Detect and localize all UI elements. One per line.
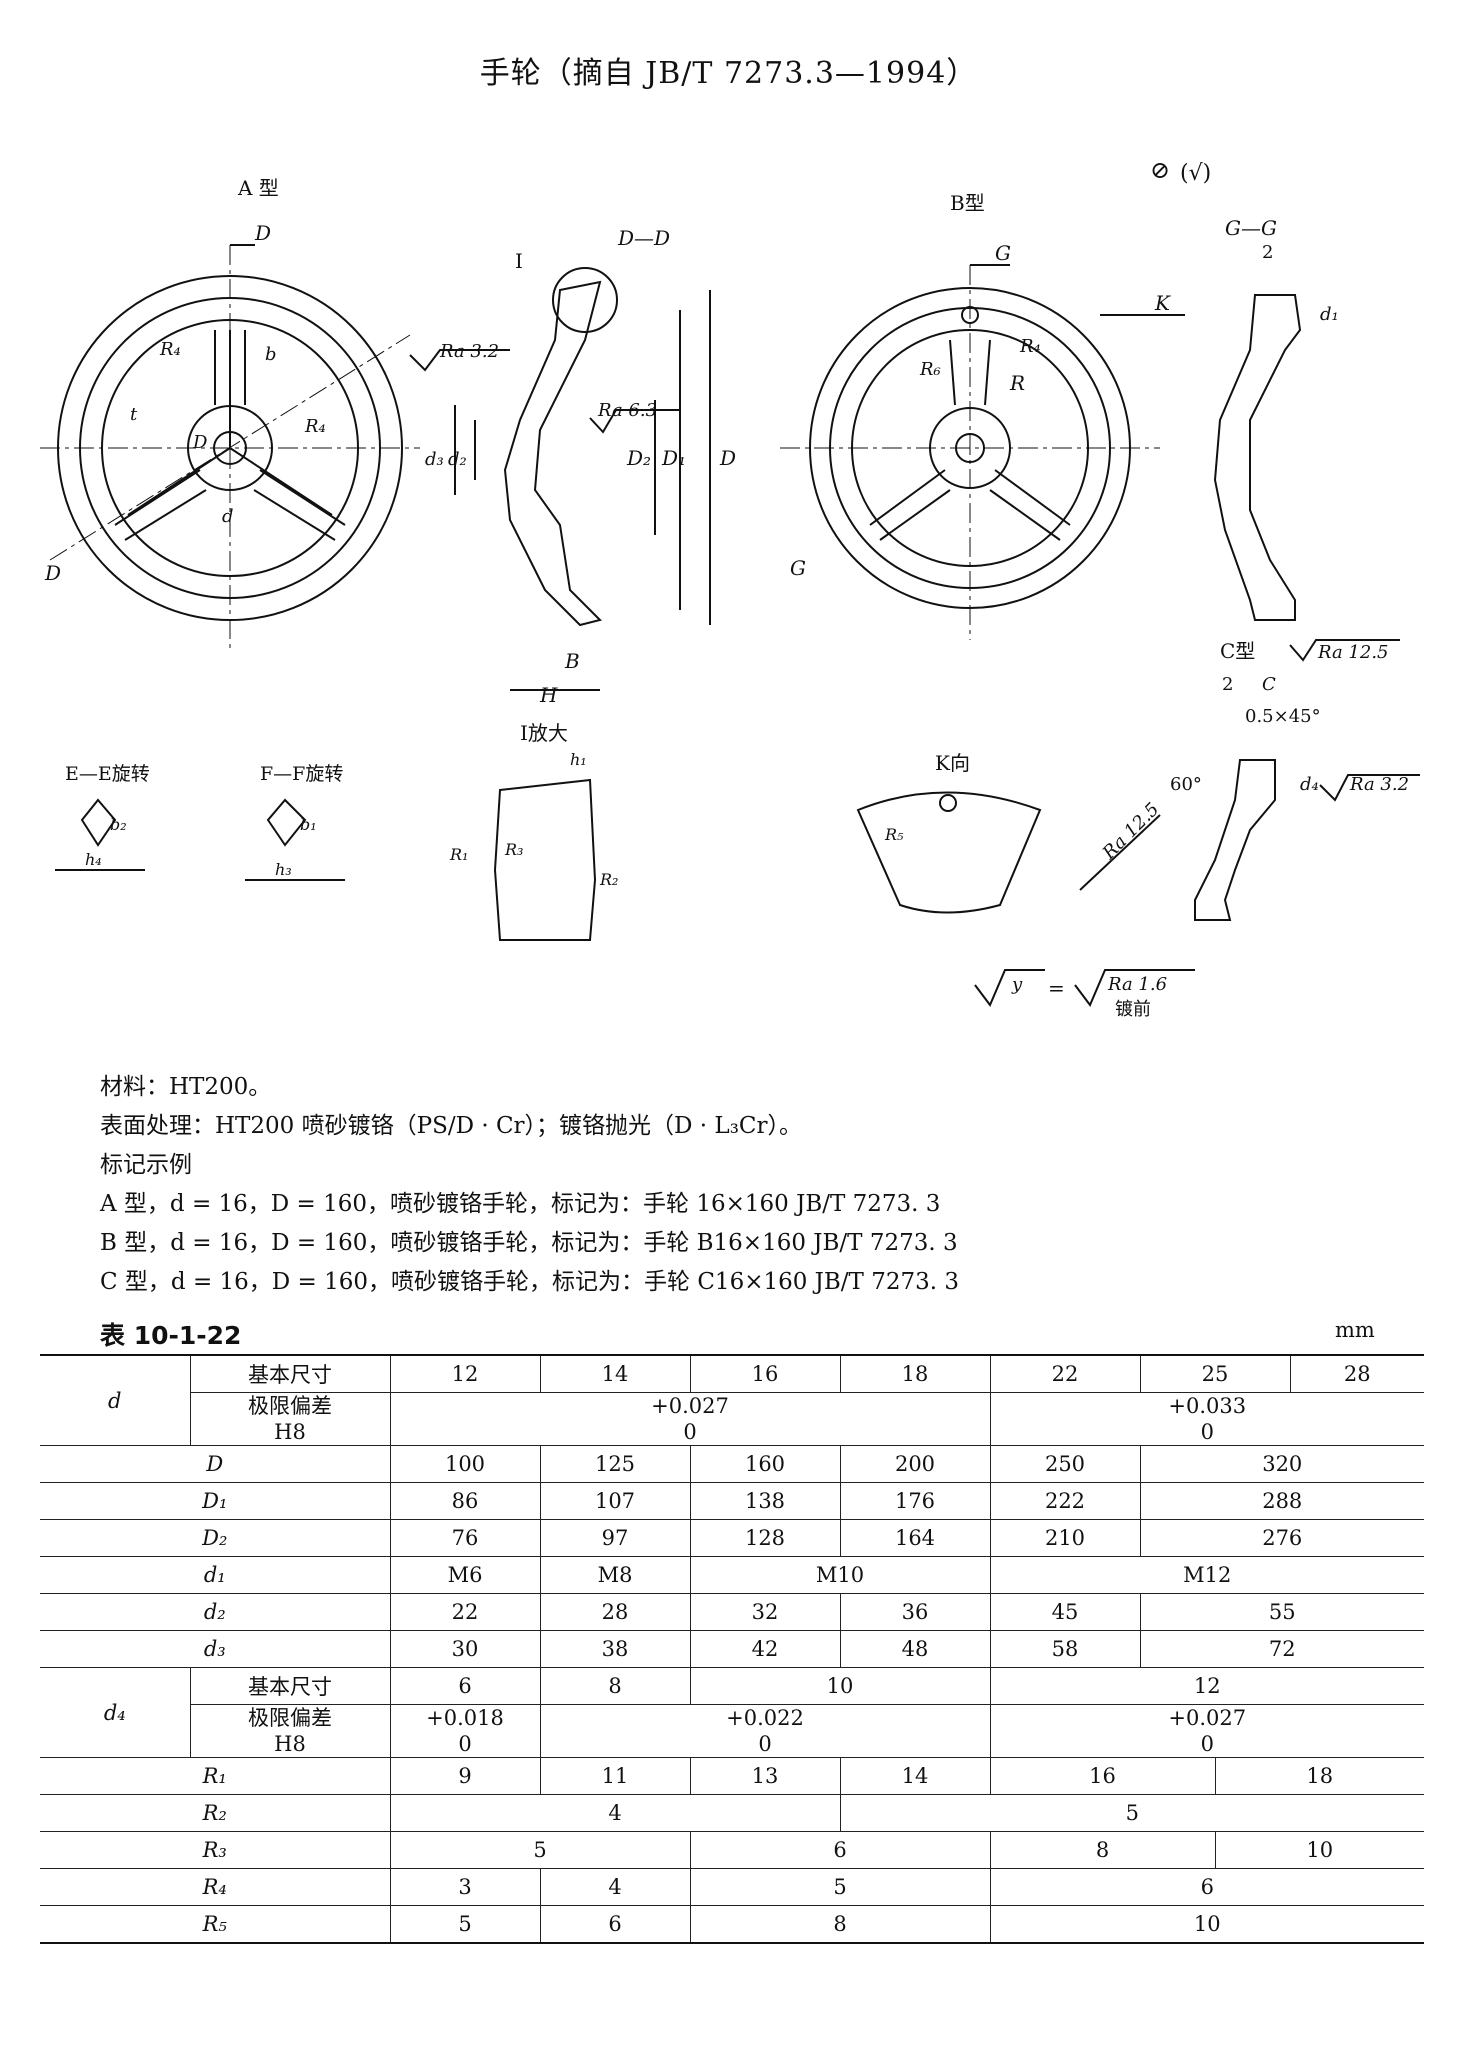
svg-text:G: G (995, 241, 1011, 265)
svg-text:C型: C型 (1220, 639, 1255, 663)
detail-i-enlarged: I放大 h₁ R₁ R₃ R₂ (449, 721, 618, 941)
svg-text:h₁: h₁ (570, 750, 587, 769)
svg-text:G: G (790, 556, 806, 580)
table-caption: 表 10-1-22 (100, 1321, 242, 1350)
svg-text:R₂: R₂ (599, 870, 618, 889)
svg-text:b₂: b₂ (110, 815, 127, 834)
svg-text:b: b (265, 344, 277, 365)
svg-text:0.5×45°: 0.5×45° (1245, 706, 1321, 727)
svg-text:镀前: 镀前 (1115, 999, 1151, 1020)
svg-text:E—E旋转: E—E旋转 (65, 763, 150, 785)
svg-text:C: C (1262, 674, 1276, 695)
svg-text:2: 2 (1222, 674, 1233, 695)
type-c-section: C型 Ra 12.5 2 C 0.5×45° 60° Ra 3.2 d₄ Ra … (1079, 639, 1420, 921)
svg-text:Ra 3.2: Ra 3.2 (439, 341, 499, 362)
example-c: C 型，d = 16，D = 160，喷砂镀铬手轮，标记为：手轮 C16×160… (100, 1269, 959, 1295)
svg-text:d₃: d₃ (425, 449, 444, 470)
svg-text:B: B (564, 649, 580, 673)
section-gg: ⊘ (√) G—G K d₁ 2 (1100, 156, 1339, 621)
marking-heading: 标记示例 (100, 1152, 192, 1178)
technical-drawings: A 型 D D R₄ R₄ b t D d D—D I D D₁ D₂ (40, 156, 1420, 1020)
svg-text:d₂: d₂ (448, 449, 467, 470)
svg-text:⊘: ⊘ (1150, 156, 1170, 184)
svg-text:F—F旋转: F—F旋转 (260, 763, 343, 785)
svg-text:Ra 6.3: Ra 6.3 (597, 400, 657, 421)
svg-text:K: K (1154, 291, 1171, 315)
svg-text:D: D (44, 561, 61, 585)
svg-text:G—G: G—G (1225, 216, 1277, 240)
svg-text:D—D: D—D (617, 226, 670, 250)
svg-text:y: y (1011, 974, 1023, 995)
svg-text:R: R (1009, 371, 1025, 395)
svg-text:h₄: h₄ (85, 850, 102, 869)
notes: 材料：HT200。 表面处理：HT200 喷砂镀铬（PS/D · Cr）；镀铬抛… (100, 1068, 959, 1302)
svg-text:t: t (130, 404, 138, 425)
table-row: R₃ 5 6 8 10 (40, 1831, 1424, 1869)
svg-text:Ra 1.6: Ra 1.6 (1107, 974, 1167, 995)
svg-text:h₃: h₃ (275, 860, 292, 879)
svg-text:R₆: R₆ (919, 359, 941, 380)
table-row: R₂ 4 5 (40, 1794, 1424, 1832)
svg-text:D₁: D₁ (661, 446, 686, 470)
svg-text:Ra 3.2: Ra 3.2 (1349, 774, 1409, 795)
svg-text:(√): (√) (1180, 161, 1211, 186)
svg-text:D: D (254, 221, 271, 245)
svg-text:R₃: R₃ (504, 840, 523, 859)
view-k: K向 R₅ (856, 751, 1042, 914)
svg-text:Ra 12.5: Ra 12.5 (1317, 642, 1389, 663)
svg-text:d: d (222, 506, 234, 527)
svg-text:D: D (192, 432, 208, 453)
svg-text:I: I (515, 249, 523, 273)
table-unit: mm (1335, 1318, 1375, 1342)
section-ff: F—F旋转 b₁ h₃ (245, 763, 345, 881)
roughness-legend: y = Ra 1.6 镀前 (974, 969, 1195, 1020)
type-b-front-view: B型 G G R R₆ R₄ (780, 191, 1160, 640)
svg-text:60°: 60° (1170, 774, 1202, 795)
svg-text:d₁: d₁ (1320, 304, 1339, 325)
svg-text:R₅: R₅ (884, 825, 904, 844)
type-a-front-view: A 型 D D R₄ R₄ b t D d (40, 176, 420, 650)
material-note: 材料：HT200。 (100, 1074, 272, 1100)
type-a-label: A 型 (237, 176, 279, 200)
section-dd: D—D I D D₁ D₂ d₃ d₂ Ra 3.2 Ra 6.3 H B (409, 226, 736, 707)
page-title: 手轮（摘自 JB/T 7273.3—1994） (479, 56, 978, 91)
svg-text:B型: B型 (950, 191, 985, 215)
example-a: A 型，d = 16，D = 160，喷砂镀铬手轮，标记为：手轮 16×160 … (100, 1191, 941, 1217)
svg-text:D₂: D₂ (626, 446, 651, 470)
svg-text:R₄: R₄ (304, 416, 326, 437)
svg-text:R₁: R₁ (449, 845, 468, 864)
section-ee: E—E旋转 b₂ h₄ (55, 763, 150, 871)
svg-text:b₁: b₁ (300, 815, 317, 834)
svg-text:2: 2 (1262, 242, 1273, 263)
svg-text:K向: K向 (935, 751, 970, 775)
table-row: d 基本尺寸 12 14 16 18 22 25 28 (40, 1354, 1424, 1446)
svg-text:d₄: d₄ (1300, 774, 1319, 795)
svg-text:=: = (1048, 976, 1065, 1000)
svg-text:I放大: I放大 (520, 721, 568, 745)
svg-text:R₄: R₄ (159, 339, 181, 360)
svg-text:R₄: R₄ (1019, 336, 1041, 357)
example-b: B 型，d = 16，D = 160，喷砂镀铬手轮，标记为：手轮 B16×160… (100, 1230, 958, 1256)
svg-text:H: H (539, 683, 558, 707)
surface-note: 表面处理：HT200 喷砂镀铬（PS/D · Cr）；镀铬抛光（D · L₃Cr… (100, 1113, 803, 1139)
svg-text:D: D (719, 446, 736, 470)
svg-text:Ra 12.5: Ra 12.5 (1098, 799, 1163, 864)
